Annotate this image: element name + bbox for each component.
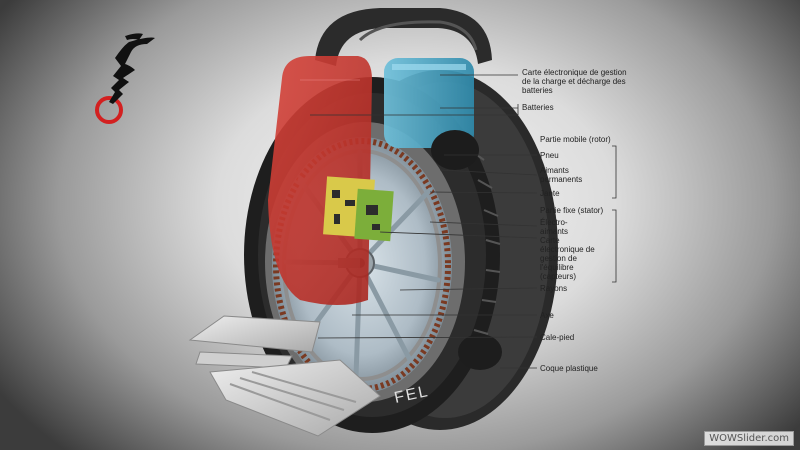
foot-rest bbox=[188, 315, 502, 437]
label-stator-header: Partie fixe (stator) bbox=[540, 206, 604, 215]
label-jante: Jante bbox=[540, 189, 560, 198]
batteries bbox=[384, 58, 479, 170]
label-carte-equilibre: Carte électronique de gestion de l'équil… bbox=[540, 236, 595, 281]
label-pneu: Pneu bbox=[540, 151, 559, 160]
label-batteries: Batteries bbox=[522, 103, 554, 112]
circuit-board bbox=[323, 176, 394, 242]
leader-lines bbox=[310, 74, 617, 369]
label-electro: Électro-aimants bbox=[540, 218, 569, 236]
label-coque: Coque plastique bbox=[540, 364, 598, 373]
brand-logo-icon bbox=[95, 33, 155, 124]
label-carte-charge: Carte électronique de gestion de la char… bbox=[522, 68, 627, 95]
label-rayons: Rayons bbox=[540, 284, 568, 293]
label-cale-pied: Cale-pied bbox=[540, 333, 575, 342]
handle bbox=[315, 8, 492, 66]
watermark[interactable]: WOWSlider.com bbox=[704, 431, 794, 446]
red-cover bbox=[268, 56, 372, 305]
label-rotor-header: Partie mobile (rotor) bbox=[540, 135, 611, 144]
label-aimants: Aimants permanents bbox=[540, 166, 583, 184]
tire-lettering: FEL bbox=[393, 383, 431, 407]
label-axe: Axe bbox=[540, 311, 554, 320]
